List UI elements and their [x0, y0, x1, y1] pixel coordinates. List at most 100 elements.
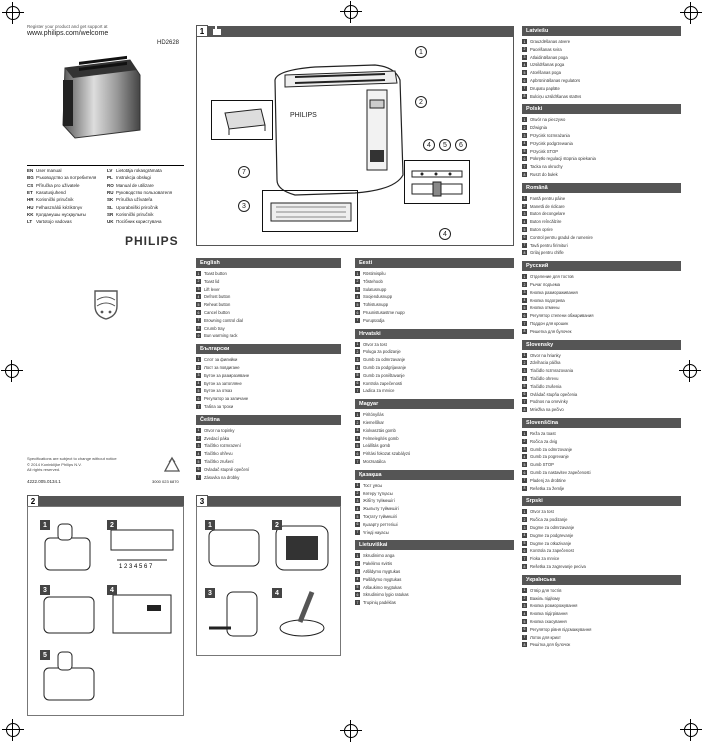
- item-label: Dugme za otkazivanje: [530, 540, 572, 546]
- language-name: Příručka pro uživatele: [36, 182, 80, 188]
- support-url[interactable]: www.philips.com/welcome: [27, 30, 109, 37]
- section-heading: Lietuviškai: [355, 540, 514, 551]
- language-name: User manual: [36, 168, 62, 174]
- item-number: 3: [522, 211, 527, 217]
- item-label: Dźwignia: [530, 125, 547, 131]
- item-label: Pacelšanas svira: [530, 46, 562, 52]
- item-label: Жібіту түймешігі: [363, 498, 395, 504]
- item-number: 7: [355, 317, 360, 323]
- item-label: Бутон за отказ: [204, 388, 233, 394]
- item-label: Mriežka na pečivo: [530, 407, 564, 413]
- item-label: Қызарту реттегіші: [363, 521, 398, 527]
- item-number: 8: [522, 328, 527, 334]
- language-code: LV: [107, 168, 113, 174]
- item-label: Dugme za podgrevanje: [530, 532, 574, 538]
- item-number: 1: [196, 271, 201, 276]
- item-number: 5: [196, 388, 201, 394]
- panel-2-frame: [27, 506, 184, 716]
- item-label: Skrudinimo anga: [363, 553, 395, 559]
- item-number: 7: [522, 321, 527, 326]
- language-name: Vartotojo vadovas: [36, 219, 72, 225]
- item-number: 3: [522, 133, 527, 138]
- item-label: Fioka za mrvice: [530, 556, 560, 562]
- item-number: 3: [196, 443, 201, 449]
- item-number: 6: [522, 234, 527, 240]
- item-label: Rešetka za zagrevanje peciva: [530, 564, 586, 569]
- bun-rack-drawing: [224, 108, 266, 135]
- item-label: Тоқтату түймешігі: [363, 514, 398, 519]
- step2-5-number: 5: [40, 650, 50, 660]
- item-number: 4: [522, 297, 527, 303]
- item-label: Rešetka za žemlje: [530, 485, 565, 491]
- crumb-tray-drawing: [270, 202, 352, 222]
- item-number: 6: [196, 310, 201, 315]
- item-label: Tlačidlo ohrevu: [530, 376, 559, 381]
- philips-shield-icon: [94, 290, 118, 320]
- item-label: Бутон за размразяване: [204, 372, 250, 378]
- item-label: Röstimispilu: [363, 271, 386, 276]
- item-label: Gumb za pogrevanje: [530, 454, 569, 460]
- item-number: 3: [522, 603, 527, 609]
- language-name: Посібник користувача: [116, 219, 162, 225]
- language-code: SL: [107, 204, 113, 210]
- item-label: Pirítási fokozat szabályzó: [363, 451, 411, 457]
- item-number: 4: [522, 611, 527, 617]
- item-number: 5: [196, 459, 201, 464]
- step2-2-drawing: 1 2 3 4 5 6 7: [110, 529, 174, 570]
- item-number: 4: [355, 435, 360, 441]
- item-number: 3: [355, 286, 360, 292]
- item-number: 7: [355, 529, 360, 535]
- item-label: Trupinių padėklas: [363, 600, 396, 606]
- step2-4-number: 4: [107, 585, 117, 595]
- item-label: Тост ұясы: [363, 482, 383, 488]
- item-label: Слот за филийки: [204, 357, 238, 363]
- item-label: Dugme za odmrzavanje: [530, 525, 575, 530]
- item-label: Ovládač stupňa opečenia: [530, 391, 578, 397]
- item-label: Ladica za mrvice: [363, 388, 395, 394]
- item-number: 6: [522, 391, 527, 397]
- item-label: Үгінді науасы: [363, 529, 389, 535]
- item-label: Кнопка підігрівання: [530, 611, 568, 617]
- item-number: 2: [522, 282, 527, 287]
- item-number: 1: [196, 427, 201, 433]
- item-label: Otvor na hrianky: [530, 352, 561, 358]
- item-number: 2: [522, 438, 527, 444]
- item-number: 2: [522, 517, 527, 523]
- item-number: 7: [355, 600, 360, 606]
- item-number: 3: [196, 372, 201, 378]
- item-label: Apbrūnināšanas regulators: [530, 78, 581, 83]
- registration-mark-right: [679, 360, 701, 382]
- item-label: Tacka na okruchy: [530, 164, 563, 170]
- registration-mark-bottom: [340, 720, 362, 742]
- item-label: Atšildymo mygtukas: [363, 569, 401, 574]
- item-number: 2: [355, 490, 360, 496]
